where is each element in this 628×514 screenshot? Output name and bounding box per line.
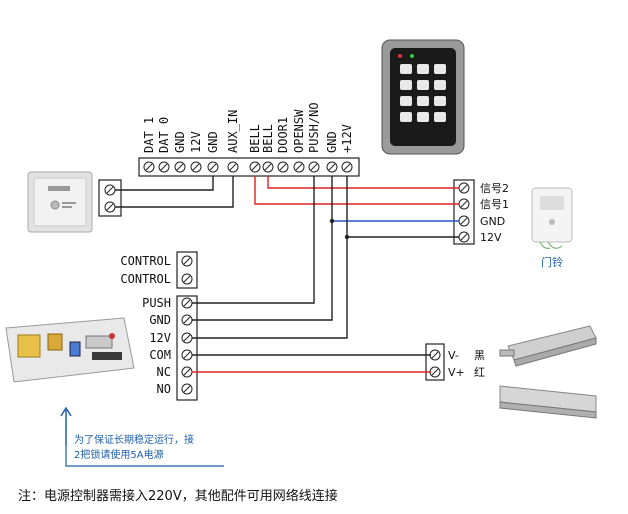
doorbell-terminal-screw xyxy=(458,231,470,243)
top-terminal-label: 12V xyxy=(189,131,203,153)
power-terminal-labels: PUSH GND 12V COM NC NO xyxy=(142,296,171,396)
top-terminal-label: BELL xyxy=(248,124,262,153)
doorbell-terminal-label: 信号2 xyxy=(480,182,509,195)
doorbell-terminal-screw xyxy=(458,182,470,194)
top-terminal-screw xyxy=(174,161,186,173)
lock-terminal-label: V- xyxy=(448,349,459,362)
top-terminal-label: OPENSW xyxy=(292,109,306,153)
top-terminal-screw xyxy=(308,161,320,173)
doorbell-label: 门铃 xyxy=(541,255,563,269)
top-terminal-block xyxy=(138,157,360,177)
top-terminal-screw xyxy=(293,161,305,173)
wire-exit-gnd xyxy=(115,176,214,191)
wire-exit-auxin xyxy=(115,176,234,208)
power-terminal-label: PUSH xyxy=(142,296,171,310)
top-terminal-screw xyxy=(143,161,155,173)
power-terminal-screw xyxy=(181,366,193,378)
top-terminal-label: AUX_IN xyxy=(226,110,240,153)
wire-gnd xyxy=(192,176,333,321)
wire-push xyxy=(192,176,315,304)
top-terminal-screw xyxy=(190,161,202,173)
lock-wire-color-label: 红 xyxy=(474,366,485,379)
top-terminal-screw xyxy=(207,161,219,173)
wires xyxy=(115,176,459,373)
wire-12v xyxy=(192,176,348,339)
wire-bell-signal2 xyxy=(267,176,459,189)
top-terminal-label: DOOR1 xyxy=(276,117,290,153)
power-terminal-label: NC xyxy=(157,365,171,379)
top-terminal-label: +12V xyxy=(340,124,354,153)
top-terminal-screw xyxy=(158,161,170,173)
lock-wire-color-label: 黑 xyxy=(474,349,485,362)
power-terminal-screw xyxy=(181,349,193,361)
top-terminal-screw xyxy=(277,161,289,173)
control-terminal-label: CONTROL xyxy=(120,272,171,286)
power-terminal-screw xyxy=(181,383,193,395)
keypad-reader-icon xyxy=(381,39,465,155)
power-terminal-label: 12V xyxy=(149,331,171,345)
power-terminal-screw xyxy=(181,314,193,326)
doorbell-terminal-label: 12V xyxy=(480,231,502,244)
top-terminal-screw xyxy=(341,161,353,173)
top-terminal-label: GND xyxy=(325,131,339,153)
power-terminal-label: GND xyxy=(149,313,171,327)
doorbell-terminal-screw xyxy=(458,215,470,227)
doorbell-terminal-label: GND xyxy=(480,215,505,228)
power-terminal-screw xyxy=(181,297,193,309)
control-terminal-screw xyxy=(181,255,193,267)
top-terminal-label: DAT 0 xyxy=(157,117,171,153)
lock-terminal-labels: V- 黑 V+ 红 xyxy=(448,349,485,379)
power-terminal-screw xyxy=(181,332,193,344)
doorbell-icon xyxy=(531,187,573,249)
footer-note: 注：电源控制器需接入220V，其他配件可用网络线连接 xyxy=(18,488,338,504)
top-terminal-label: GND xyxy=(173,131,187,153)
bolt-lock-icon xyxy=(499,325,597,367)
top-terminal-screw xyxy=(326,161,338,173)
top-terminal-screw xyxy=(262,161,274,173)
power-terminal-label: COM xyxy=(149,348,171,362)
lock-terminal-label: V+ xyxy=(448,366,465,379)
top-terminal-label: DAT 1 xyxy=(142,117,156,153)
note-line-1: 为了保证长期稳定运行，接 xyxy=(74,433,194,446)
lock-terminal-screw xyxy=(429,366,441,378)
top-terminal-screw xyxy=(249,161,261,173)
doorbell-terminal-block xyxy=(453,179,475,245)
exit-button-screws xyxy=(104,184,116,213)
power-note: 为了保证长期稳定运行，接 2把锁请使用5A电源 xyxy=(60,406,224,467)
doorbell-terminal-label: 信号1 xyxy=(480,198,509,211)
doorbell-terminal-screw xyxy=(458,198,470,210)
top-terminal-label: PUSH/NO xyxy=(307,102,321,153)
top-terminal-label: GND xyxy=(206,131,220,153)
exit-button-icon xyxy=(27,171,93,233)
control-terminal-label: CONTROL xyxy=(120,254,171,268)
top-terminal-label: BELL xyxy=(261,124,275,153)
magnetic-lock-icon xyxy=(499,385,597,419)
top-terminal-screw xyxy=(227,161,239,173)
power-supply-icon xyxy=(5,317,135,383)
lock-terminal-screw xyxy=(429,349,441,361)
control-terminal-labels: CONTROL CONTROL xyxy=(120,254,171,286)
wire-bell-signal1 xyxy=(254,176,459,205)
control-terminal-screw xyxy=(181,273,193,285)
note-line-2: 2把锁请使用5A电源 xyxy=(74,448,164,461)
power-terminal-label: NO xyxy=(157,382,171,396)
